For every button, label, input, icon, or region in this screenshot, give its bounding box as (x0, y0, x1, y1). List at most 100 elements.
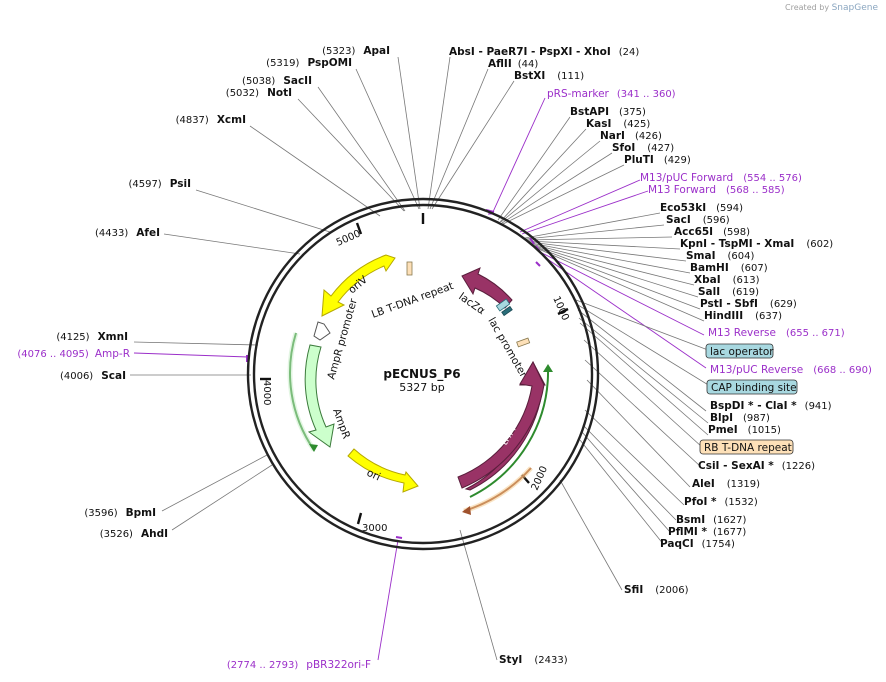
enzyme-label[interactable]: PfoI * (684, 496, 717, 508)
svg-text:AbsI - PaeR7I - PspXI - XhoI(2: AbsI - PaeR7I - PspXI - XhoI(24) (449, 46, 639, 58)
enzyme-label[interactable]: BlpI (710, 412, 733, 424)
lacZa-label: lacZα (456, 291, 487, 318)
enzyme-label[interactable]: AflII (488, 58, 512, 70)
enzyme-label[interactable]: SalI (698, 286, 720, 298)
svg-text:(4006)ScaI: (4006)ScaI (60, 370, 126, 382)
svg-text:BstAPI(375): BstAPI(375) (570, 106, 646, 118)
enzyme-label[interactable]: KasI (586, 118, 611, 130)
enzyme-label[interactable]: XbaI (694, 274, 721, 286)
enzyme-label[interactable]: ScaI (101, 370, 126, 382)
cap-binding-site-label[interactable]: CAP binding site (711, 382, 797, 394)
enzyme-label[interactable]: Eco53kI (660, 202, 706, 214)
svg-text:CsiI - SexAI *(1226): CsiI - SexAI *(1226) (698, 460, 815, 472)
lac-operator-label[interactable]: lac operator (710, 346, 774, 358)
enzyme-label[interactable]: ClaI * (765, 400, 797, 412)
svg-text:PflMI *(1677): PflMI *(1677) (668, 526, 746, 538)
enzyme-label[interactable]: XcmI (217, 114, 246, 126)
enzyme-label[interactable]: AfeI (136, 227, 160, 239)
leader-lines (130, 56, 709, 661)
svg-text:SalI(619): SalI(619) (698, 286, 759, 298)
svg-text:(4597)PsiI: (4597)PsiI (128, 178, 191, 190)
primer-label[interactable]: pBR322ori-F (306, 659, 371, 671)
svg-text:M13/pUC Reverse(668 .. 690): M13/pUC Reverse(668 .. 690) (710, 364, 872, 376)
svg-text:PstI - SbfI(629): PstI - SbfI(629) (700, 298, 797, 310)
enzyme-label[interactable]: XmnI (98, 331, 128, 343)
enzyme-label[interactable]: SmaI (686, 250, 716, 262)
enzyme-label[interactable]: PaqCI (660, 538, 694, 550)
svg-text:PmeI(1015): PmeI(1015) (708, 424, 781, 436)
enzyme-label[interactable]: XhoI (584, 46, 611, 58)
enzyme-label[interactable]: PluTI (624, 154, 654, 166)
primer-labels: pRS-marker(341 .. 360) M13/pUC Forward(5… (17, 88, 872, 671)
svg-text:XbaI(613): XbaI(613) (694, 274, 760, 286)
enzyme-label[interactable]: SbfI (734, 298, 758, 310)
enzyme-label[interactable]: NarI (600, 130, 625, 142)
enzyme-label[interactable]: AleI (692, 478, 715, 490)
enzyme-label[interactable]: StyI (499, 654, 522, 666)
lac-promoter-label: lac promoter (485, 316, 529, 381)
primer-label[interactable]: M13 Reverse (708, 327, 776, 339)
enzyme-label[interactable]: CsiI (698, 460, 719, 472)
enzyme-label[interactable]: BspDI * (710, 400, 754, 412)
svg-text:M13/pUC Forward(554 .. 576): M13/pUC Forward(554 .. 576) (640, 172, 802, 184)
svg-text:(4837)XcmI: (4837)XcmI (176, 114, 246, 126)
enzyme-label[interactable]: SacI (666, 214, 691, 226)
enzyme-label[interactable]: BpmI (126, 507, 156, 519)
enzyme-label[interactable]: PaeR7I (486, 46, 527, 58)
credit-prefix: Created by (785, 3, 830, 12)
enzyme-label[interactable]: XmaI (764, 238, 794, 250)
svg-text:PaqCI(1754): PaqCI(1754) (660, 538, 735, 550)
primer-label[interactable]: M13 Forward (648, 184, 716, 196)
enzymes-left: (5323)ApaI (5319)PspOMI (5038)SacII (503… (56, 45, 390, 540)
lacZa-arrow (461, 267, 513, 309)
enzyme-label[interactable]: NotI (267, 87, 292, 99)
ampr-arrow (304, 344, 335, 448)
boxed-labels: lac operator CAP binding site RB T-DNA r… (699, 343, 798, 455)
enzyme-label[interactable]: HindIII (704, 310, 743, 322)
svg-text:BstXI(111): BstXI(111) (514, 70, 584, 82)
cap-site-mark (501, 305, 513, 317)
backbone-inner (252, 203, 594, 545)
enzyme-label[interactable]: PspOMI (307, 57, 352, 69)
primer-label[interactable]: Amp-R (95, 348, 130, 360)
enzyme-label[interactable]: SfoI (612, 142, 635, 154)
enzyme-label[interactable]: BstXI (514, 70, 545, 82)
enzyme-label[interactable]: BamHI (690, 262, 729, 274)
enzyme-label[interactable]: ApaI (363, 45, 390, 57)
backbone-outer (246, 197, 600, 551)
enzyme-label[interactable]: TspMI (719, 238, 753, 250)
enzyme-label[interactable]: SacII (283, 75, 312, 87)
enzyme-label[interactable]: BstAPI (570, 106, 609, 118)
enzyme-label[interactable]: AbsI (449, 46, 475, 58)
enzyme-label[interactable]: PsiI (170, 178, 191, 190)
svg-text:NarI(426): NarI(426) (600, 130, 662, 142)
plasmid-size: 5327 bp (399, 381, 444, 394)
svg-text:BspDI * - ClaI *(941): BspDI * - ClaI *(941) (710, 400, 832, 412)
rb-repeat-label[interactable]: RB T-DNA repeat (704, 442, 792, 454)
ampr-promoter-arrow (313, 321, 331, 341)
enzyme-label[interactable]: SexAI * (731, 460, 774, 472)
enzyme-label[interactable]: AhdI (141, 528, 168, 540)
svg-text:(5319)PspOMI: (5319)PspOMI (266, 57, 352, 69)
lb-repeat-label: LB T-DNA repeat (370, 280, 455, 321)
enzyme-label[interactable]: PmeI (708, 424, 738, 436)
primer-label[interactable]: M13/pUC Reverse (710, 364, 803, 376)
enzyme-label[interactable]: Acc65I (674, 226, 713, 238)
ori-arrow (347, 448, 419, 493)
enzyme-label[interactable]: PspXI (539, 46, 572, 58)
svg-text:SfiI(2006): SfiI(2006) (624, 584, 689, 596)
lac-operator-mark (495, 298, 511, 312)
enzyme-label[interactable]: BsmI (676, 514, 705, 526)
enzyme-pos: (24) (619, 47, 640, 58)
svg-text:SfoI(427): SfoI(427) (612, 142, 674, 154)
enzyme-label[interactable]: PstI (700, 298, 723, 310)
enzyme-label[interactable]: SfiI (624, 584, 643, 596)
plasmid-name: pECNUS_P6 (383, 367, 460, 382)
enzyme-label[interactable]: KpnI (680, 238, 707, 250)
svg-text:M13 Reverse(655 .. 671): M13 Reverse(655 .. 671) (708, 327, 845, 339)
primer-label[interactable]: pRS-marker (547, 88, 610, 100)
primer-label[interactable]: M13/pUC Forward (640, 172, 733, 184)
enzyme-label[interactable]: PflMI * (668, 526, 707, 538)
svg-text:pRS-marker(341 .. 360): pRS-marker(341 .. 360) (547, 88, 676, 100)
